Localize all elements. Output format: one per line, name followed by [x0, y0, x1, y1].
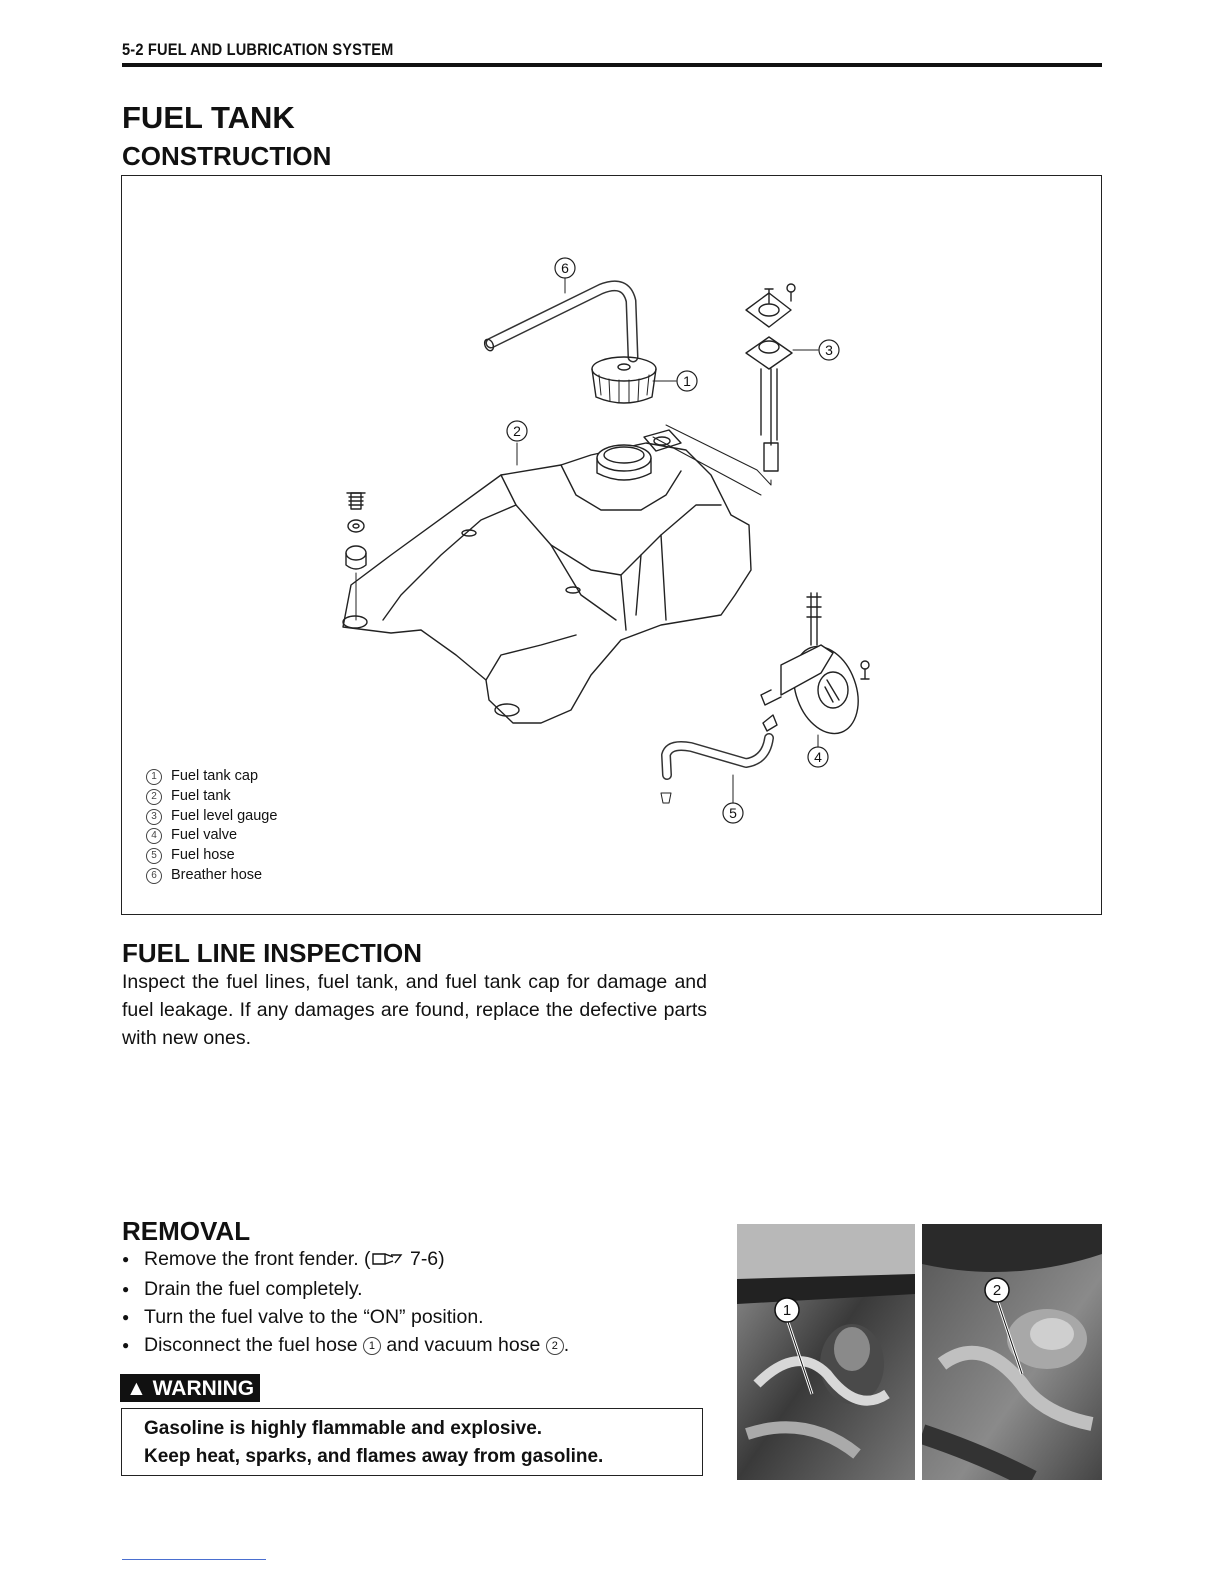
section-title: FUEL TANK: [122, 100, 295, 135]
removal-step: Turn the fuel valve to the “ON” position…: [122, 1303, 569, 1331]
callout-6: 6: [554, 257, 576, 279]
removal-step: Disconnect the fuel hose 1 and vacuum ho…: [122, 1331, 569, 1359]
section-subtitle: CONSTRUCTION: [122, 141, 332, 171]
removal-step: Drain the fuel completely.: [122, 1275, 569, 1303]
callout-5: 5: [722, 802, 744, 824]
removal-steps: Remove the front fender. ( 7-6) Drain th…: [122, 1245, 569, 1359]
fuel-hose-shape: [660, 714, 778, 804]
photo-fuel-hose: 1: [737, 1224, 915, 1480]
fuel-valve-shape: [760, 592, 870, 735]
svg-text:3: 3: [825, 342, 833, 358]
callout-1: 1: [676, 370, 698, 392]
photo-vacuum-hose: 2: [922, 1224, 1102, 1480]
fuel-tank-cap-shape: [591, 356, 657, 404]
svg-text:5: 5: [729, 805, 737, 821]
warning-triangle-icon: ▲: [126, 1377, 147, 1400]
svg-text:2: 2: [513, 423, 521, 439]
header-rule: [122, 63, 1102, 67]
fuel-tank-shape: [342, 429, 752, 724]
warning-label: ▲ WARNING: [120, 1374, 261, 1402]
construction-figure: [121, 175, 1102, 915]
inspection-body: Inspect the fuel lines, fuel tank, and f…: [122, 971, 707, 1049]
svg-text:4: 4: [814, 749, 822, 765]
warning-line: Keep heat, sparks, and flames away from …: [144, 1446, 604, 1467]
mounting-bolt-stack: [345, 492, 367, 621]
svg-text:1: 1: [783, 1302, 791, 1319]
fuel-tank-exploded-diagram: 6 1 3 2 4 5: [342, 257, 870, 824]
callout-3: 3: [818, 339, 840, 361]
fuel-level-gauge-shape: [745, 283, 796, 472]
warning-line: Gasoline is highly flammable and explosi…: [144, 1418, 543, 1439]
removal-title: REMOVAL: [122, 1216, 251, 1246]
callout-2: 2: [506, 420, 528, 442]
removal-step: Remove the front fender. ( 7-6): [122, 1245, 569, 1275]
callout-4: 4: [807, 746, 829, 768]
warning-box: Gasoline is highly flammable and explosi…: [121, 1408, 703, 1476]
footer-line: [122, 1559, 266, 1560]
reference-book-icon: [371, 1247, 405, 1275]
svg-text:1: 1: [683, 373, 691, 389]
inspection-title: FUEL LINE INSPECTION: [122, 938, 422, 968]
breather-hose-shape: [485, 280, 639, 363]
svg-text:2: 2: [993, 1282, 1001, 1299]
svg-text:6: 6: [561, 260, 569, 276]
page-header: 5-2 FUEL AND LUBRICATION SYSTEM: [122, 40, 394, 59]
